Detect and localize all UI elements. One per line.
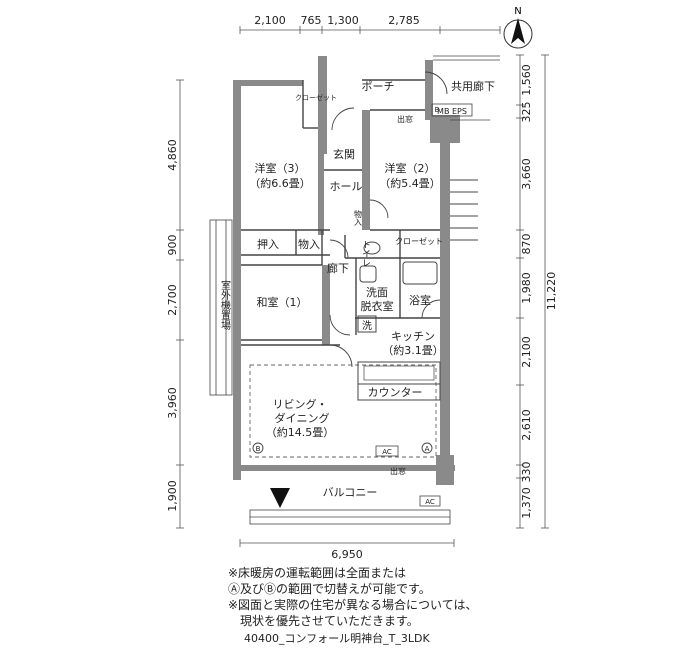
room-hall: ホール [330,180,363,193]
toilet-icon [363,241,381,255]
room-washer: 洗 [362,320,372,332]
dim-right-total: 11,220 [545,272,558,311]
room-balcony: バルコニー [323,486,378,499]
zone-a-label: A [425,445,430,453]
room-kitchen-size: （約3.1畳） [382,343,444,357]
dim-right-9: 1,370 [520,487,533,519]
bathtub-icon [402,261,438,285]
room-kitchen-name: キッチン [391,330,435,343]
window-label-top: 出窓 [397,114,413,124]
dim-bottom: 6,950 [331,548,363,561]
dim-left-5: 1,900 [166,480,179,512]
door-swings [329,71,448,368]
washer-icon [357,315,377,333]
window-label-bottom: 出窓 [390,466,406,476]
plan-caption: 40400_コンフォール明神台_T_3LDK [244,632,430,645]
dim-top-2: 765 [301,14,322,27]
windows [209,55,500,525]
dimension-lines [176,26,549,547]
room-storage-vertical: 物入 [354,209,363,226]
heating-zone-a-mark [421,442,433,454]
room-japanese-name: 和室（1） [257,295,308,309]
dim-right-7: 2,610 [520,409,533,441]
ac-label: AC [382,448,392,456]
room-storage: 物入 [298,237,320,251]
room-washroom-2: 脱衣室 [361,299,394,313]
room-porch: ポーチ [362,80,395,93]
room-oshiire: 押入 [257,237,279,251]
dim-top-4: 2,785 [388,14,420,27]
dim-right-5: 1,980 [520,272,533,304]
dim-right-2: 325 [520,102,533,123]
room-mb-eps: MB EPS [437,107,467,116]
room-western2-size: （約5.4畳） [379,176,441,190]
room-counter: カウンター [368,386,423,399]
heating-zone-b-mark [252,442,264,454]
floor-heating-area [249,364,437,458]
room-closet-right: クローゼット [395,236,443,246]
dim-left-2: 900 [166,235,179,256]
entrance-arrow-icon [270,488,290,508]
room-toilet: トイレ [360,240,371,267]
ac-balcony-label: AC [425,498,435,506]
zone-b-label: B [256,445,261,453]
b-mark-label: B [435,106,440,114]
room-closet-small: クローゼット [295,93,337,102]
note-line-2: Ⓐ及びⒷの範囲で切替えが可能です。 [228,582,431,596]
dim-top-3: 1,300 [327,14,359,27]
note-line-1: ※床暖房の運転範囲は全面または [228,566,407,580]
dim-right-3: 3,660 [520,158,533,190]
room-corridor: 廊下 [327,261,349,275]
room-living-size: （約14.5畳） [266,425,335,439]
dim-left-3: 2,700 [166,284,179,316]
mb-eps-box [431,103,473,117]
room-western2-name: 洋室（2） [385,161,436,175]
note-line-4: 現状を優先させていただきます。 [228,614,419,628]
kitchen-counter [357,361,441,401]
room-living-1: リビング・ [273,397,328,411]
room-washroom-1: 洗面 [366,286,388,299]
dim-top-1: 2,100 [254,14,286,27]
room-living-2: ダイニング [275,411,330,425]
dim-right-8: 330 [520,462,533,483]
room-entrance: 玄関 [333,147,355,161]
dim-left-1: 4,860 [166,139,179,171]
dim-left-4: 3,960 [166,387,179,419]
stair-marks [450,179,478,241]
north-compass-icon: N [503,6,533,49]
room-outdoor-unit: 室外機置場 [219,279,231,331]
dim-right-1: 1,560 [520,64,533,96]
room-western3-size: （約6.6畳） [249,176,311,190]
dim-right-4: 870 [520,234,533,255]
room-shared-corridor: 共用廊下 [451,79,495,93]
washbasin-icon [359,265,377,283]
dim-right-6: 2,100 [520,336,533,368]
compass-label: N [514,6,521,17]
note-line-3: ※図面と実際の住宅が異なる場合については、 [228,598,478,612]
room-western3-name: 洋室（3） [255,161,306,175]
walls [233,56,460,485]
room-bathroom: 浴室 [409,293,431,307]
